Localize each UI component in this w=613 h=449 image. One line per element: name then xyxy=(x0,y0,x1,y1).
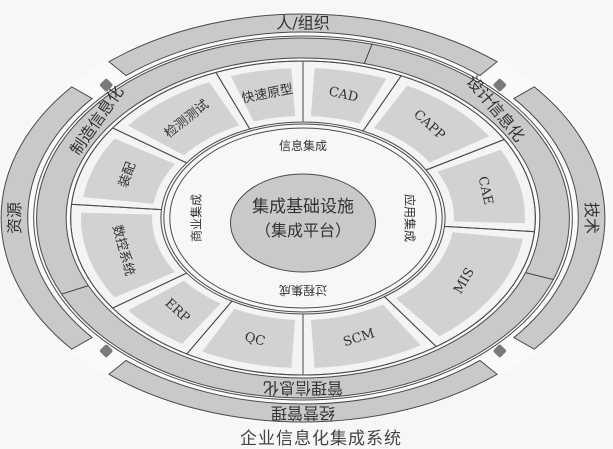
outer-band-label: 经营管理 xyxy=(271,404,335,423)
center-subtitle: （集成平台） xyxy=(255,221,351,240)
integration-ring-inner-line xyxy=(169,127,437,309)
gear-connector-icon xyxy=(493,344,506,358)
outer-band-0 xyxy=(108,13,498,77)
segment-divider-10 xyxy=(215,60,304,130)
segment-3 xyxy=(395,232,523,337)
info-ring-outline xyxy=(33,35,573,401)
segment-1 xyxy=(373,85,490,163)
integration-label: 商业集成 xyxy=(188,194,203,242)
segment-label: CAD xyxy=(327,84,359,105)
outer-band-label: 资源 xyxy=(5,202,24,234)
diagram-caption: 企业信息化集成系统 xyxy=(240,429,402,449)
center-title: 集成基础设施 xyxy=(252,197,354,217)
segment-7 xyxy=(81,212,175,298)
center-core xyxy=(229,173,377,273)
segment-9 xyxy=(128,82,240,156)
segment-label: CAE xyxy=(475,175,496,206)
segment-2 xyxy=(437,149,525,224)
outer-band-label: 人/组织 xyxy=(276,14,329,33)
gear-connector-icon xyxy=(493,78,506,92)
segment-5 xyxy=(202,308,296,368)
info-band-2 xyxy=(36,37,373,295)
integration-label: 信息集成 xyxy=(279,138,327,153)
gear-connector-icon xyxy=(100,344,113,358)
info-band-label: 管理信息化 xyxy=(263,379,343,398)
outer-band-1 xyxy=(512,86,606,350)
outer-band-3 xyxy=(0,86,94,350)
outer-band-2 xyxy=(108,359,498,423)
segment-label: QC xyxy=(243,330,267,350)
outer-band-label: 技术 xyxy=(582,202,601,234)
segment-0 xyxy=(310,68,387,124)
segment-6 xyxy=(128,280,221,344)
segment-4 xyxy=(310,304,421,368)
integration-label: 过程集成 xyxy=(279,283,327,298)
integration-label: 应用集成 xyxy=(403,194,418,242)
gear-connector-icon xyxy=(100,78,113,92)
segment-10 xyxy=(230,68,296,122)
segment-8 xyxy=(83,138,175,204)
